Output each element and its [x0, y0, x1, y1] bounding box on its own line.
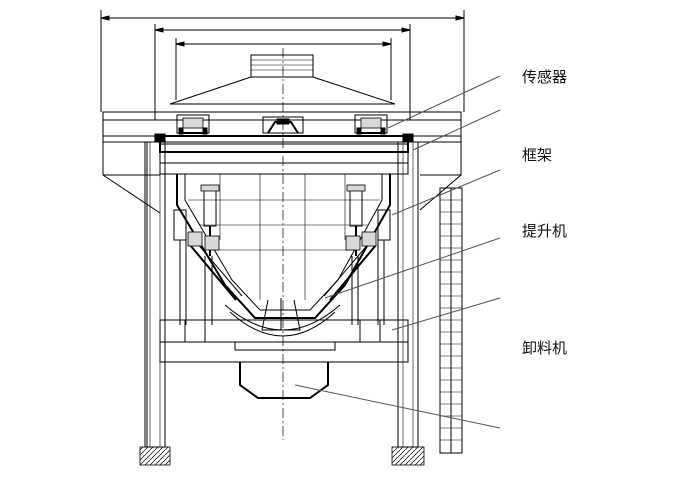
top-frame [154, 133, 414, 175]
lower-frame [159, 319, 409, 363]
hoist-left [173, 184, 243, 325]
label-hoist: 提升机 [522, 222, 567, 240]
sensor-units [176, 114, 388, 135]
right-column [391, 141, 425, 466]
hopper-bin [176, 174, 391, 337]
top-hood [169, 54, 396, 105]
sensor-center [262, 116, 304, 134]
label-frame: 框架 [522, 146, 552, 164]
label-sensor: 传感器 [522, 68, 567, 86]
dimension-lines [100, 10, 465, 120]
leader-lines [294, 75, 501, 429]
label-unloader: 卸料机 [522, 339, 567, 357]
unloader-chute [239, 362, 329, 399]
left-column [139, 141, 171, 466]
hoist-right [323, 184, 391, 325]
hoist-mechanism [173, 184, 391, 325]
sensor-left [176, 114, 210, 135]
sensor-right [354, 114, 388, 135]
side-ladder [439, 187, 463, 454]
